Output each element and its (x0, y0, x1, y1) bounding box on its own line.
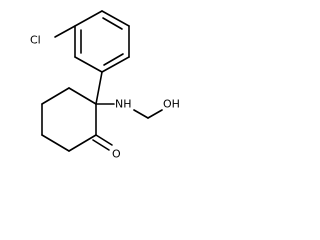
bond-cyclo-lower-left (41, 134, 70, 152)
hydroxyl-oh-label: OH (163, 98, 180, 111)
bond-ring-top-left (74, 10, 103, 27)
bond-cyclo-top (68, 87, 97, 105)
bond-methylene-oxygen (147, 109, 163, 119)
carbonyl-bond-outer (95, 134, 113, 146)
chlorophenyl-ring (74, 10, 130, 73)
bond-carbon-chlorine (54, 25, 76, 38)
chlorine-atom-label: Cl (30, 34, 41, 47)
bond-ring-top (101, 10, 130, 27)
carbonyl-bond-inner (92, 139, 110, 151)
bond-cyclo-upper-left (41, 87, 70, 105)
molecule-structure: Cl O NH OH (30, 10, 180, 161)
cyclohexanone-ring (41, 87, 97, 152)
double-bond-ring-top (102, 17, 123, 30)
bond-ring-lower-left (74, 56, 103, 73)
amine-nh-label: NH (115, 98, 132, 111)
bond-cyclo-lower-right (68, 134, 97, 152)
double-bond-ring-lower-right (103, 53, 124, 66)
bond-phenyl-to-cyclohexane (95, 71, 103, 105)
bond-ring-lower-right (101, 56, 130, 73)
carbonyl-oxygen-label: O (112, 148, 121, 161)
bond-nitrogen-methylene (133, 109, 149, 119)
